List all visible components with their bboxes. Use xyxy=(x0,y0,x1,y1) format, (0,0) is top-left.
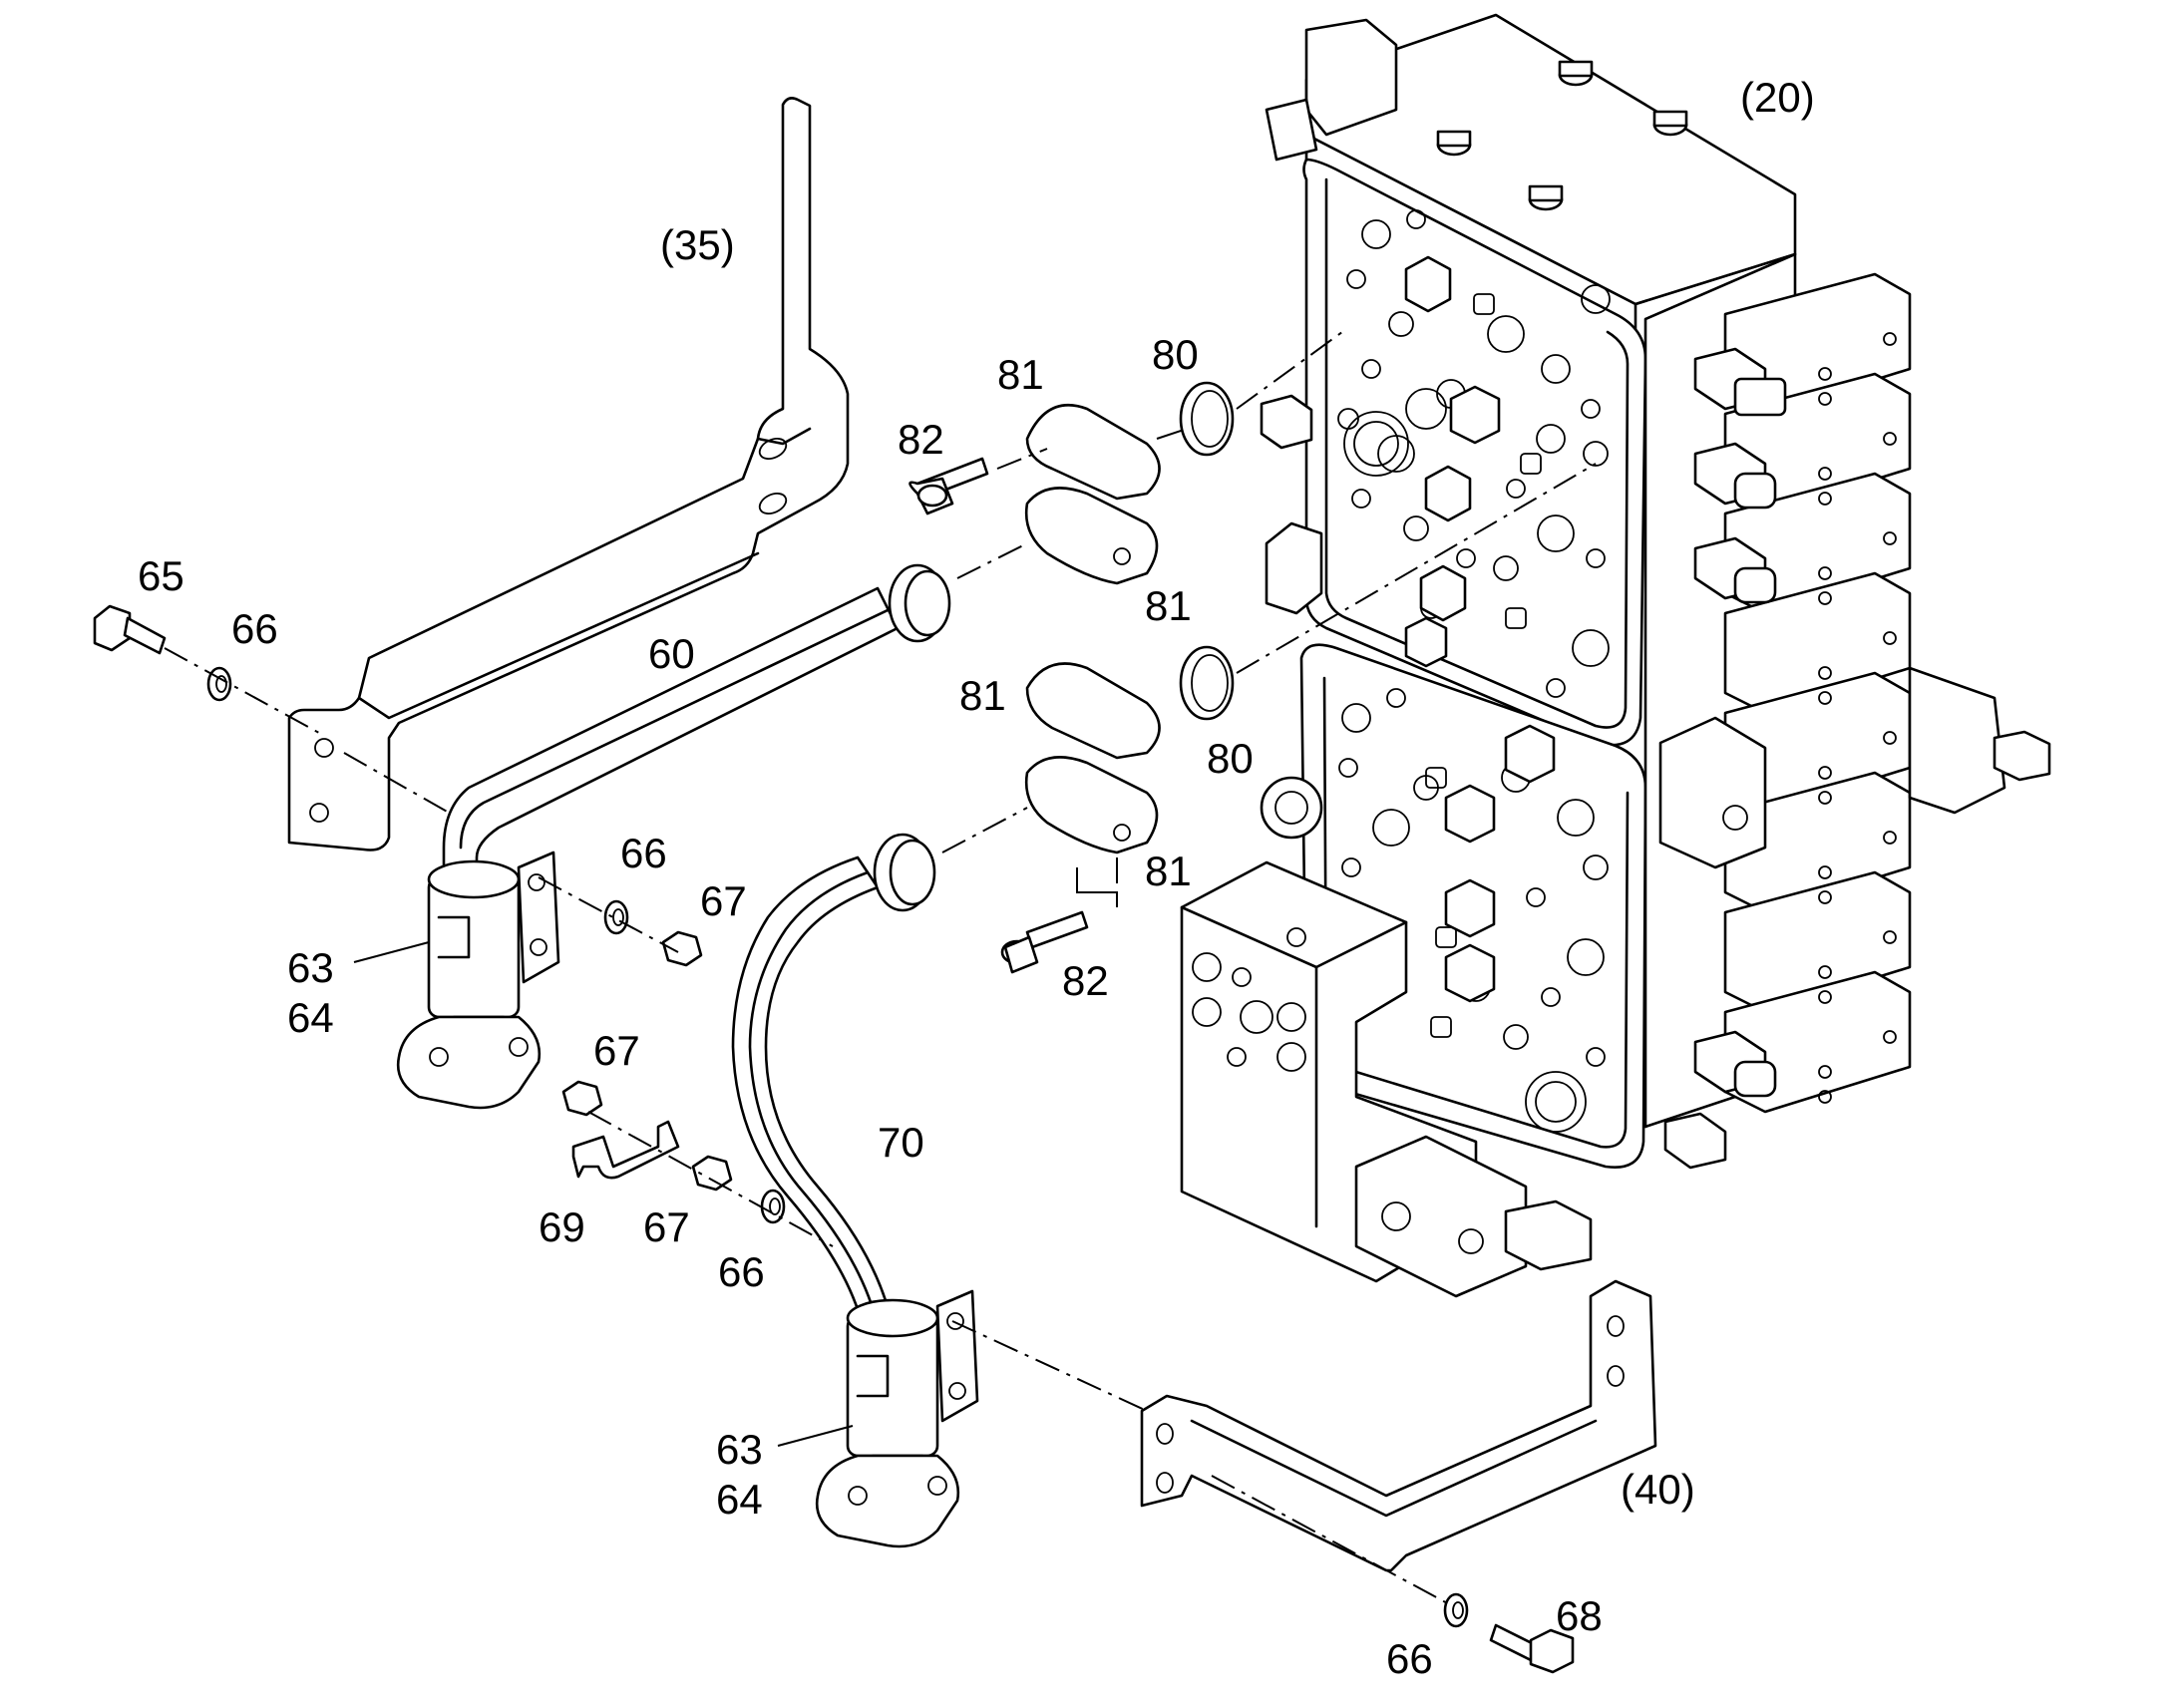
callout-66-lower: 66 xyxy=(718,1248,765,1295)
callout-80-upper: 80 xyxy=(1152,331,1199,378)
callout-64-lower: 64 xyxy=(716,1476,763,1523)
callout-67-upper-left: 67 xyxy=(593,1027,640,1074)
callout-66-mid: 66 xyxy=(620,830,667,876)
callout-67-lower: 67 xyxy=(643,1203,690,1250)
leader-lines xyxy=(353,867,1118,1447)
callout-40: (40) xyxy=(1621,1466,1695,1513)
o-rings xyxy=(1179,381,1235,721)
callout-66-top: 66 xyxy=(231,605,278,652)
callout-65: 65 xyxy=(138,552,184,599)
pipe-70 xyxy=(731,833,979,1548)
callout-63-upper: 63 xyxy=(287,944,334,991)
fasteners xyxy=(93,604,1575,1674)
socket-screws xyxy=(908,457,1089,974)
callout-labels: (20) (35) (40) 60 63 64 63 64 65 66 66 6… xyxy=(138,74,1815,1682)
pipe-60 xyxy=(396,563,951,1110)
callout-35: (35) xyxy=(660,221,735,268)
callout-81-upper-right: 81 xyxy=(1145,582,1192,629)
bracket-40 xyxy=(1140,1279,1657,1572)
callout-82-lower: 82 xyxy=(1062,957,1109,1004)
split-flange-halves xyxy=(1024,404,1161,854)
bracket-35 xyxy=(287,97,850,852)
control-valve-assembly xyxy=(1180,13,2051,1298)
callout-63-lower: 63 xyxy=(716,1426,763,1473)
callout-69: 69 xyxy=(539,1203,585,1250)
assembly-centerlines xyxy=(164,328,1597,1606)
callout-20: (20) xyxy=(1740,74,1815,121)
callout-68: 68 xyxy=(1556,1592,1603,1639)
callout-70: 70 xyxy=(878,1119,924,1166)
callout-60: 60 xyxy=(648,630,695,677)
callout-82-upper: 82 xyxy=(898,416,944,463)
callout-66-bottom: 66 xyxy=(1386,1635,1433,1682)
callout-67-mid: 67 xyxy=(700,877,747,924)
callout-80-lower: 80 xyxy=(1207,735,1254,782)
callout-81-upper: 81 xyxy=(997,351,1044,398)
callout-81-lower-right: 81 xyxy=(1145,848,1192,894)
callout-64-upper: 64 xyxy=(287,994,334,1041)
callout-81-lower: 81 xyxy=(959,672,1006,719)
